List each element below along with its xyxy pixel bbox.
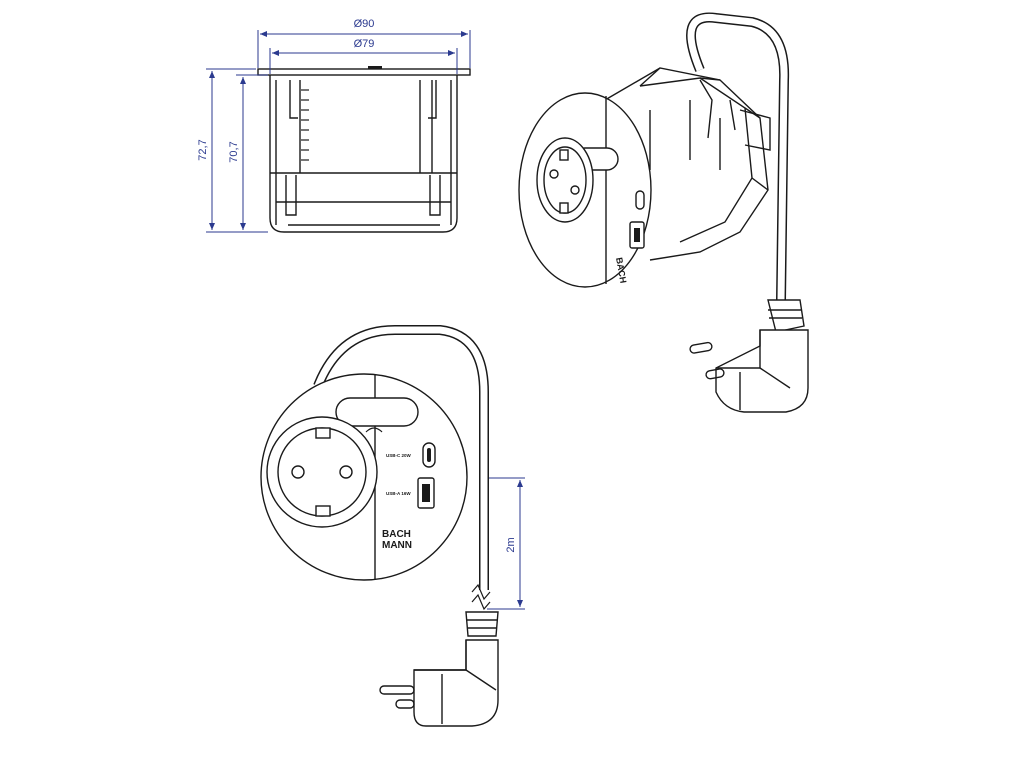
dimension-labels: Ø90 Ø79 72,7 70,7 2m bbox=[197, 18, 517, 553]
side-view bbox=[257, 66, 471, 233]
perspective-plug bbox=[689, 299, 809, 413]
svg-text:BACH: BACH bbox=[614, 257, 628, 284]
usb-a-label: USB-A 16W bbox=[386, 491, 411, 496]
perspective-cable bbox=[686, 12, 790, 301]
front-plug bbox=[379, 611, 499, 727]
perspective-body bbox=[604, 67, 769, 261]
perspective-view: BACH bbox=[518, 12, 809, 413]
dimension-lines bbox=[206, 30, 525, 610]
schuko-socket bbox=[266, 416, 378, 528]
label-inner-diameter: Ø79 bbox=[354, 38, 375, 50]
label-total-height: 72,7 bbox=[197, 139, 209, 160]
front-labels: USB-C 20W USB-A 16W BACH MANN bbox=[382, 453, 412, 551]
brand-line-2: MANN bbox=[382, 540, 412, 551]
label-cable-length: 2m bbox=[505, 537, 517, 552]
front-view bbox=[260, 325, 499, 727]
usb-c-label: USB-C 20W bbox=[386, 453, 412, 458]
brand-line-1: BACH bbox=[382, 529, 411, 540]
side-body bbox=[269, 75, 458, 233]
label-body-height: 70,7 bbox=[228, 141, 240, 162]
label-outer-diameter: Ø90 bbox=[354, 18, 375, 30]
flange bbox=[257, 68, 471, 76]
cable-slot bbox=[335, 397, 419, 427]
